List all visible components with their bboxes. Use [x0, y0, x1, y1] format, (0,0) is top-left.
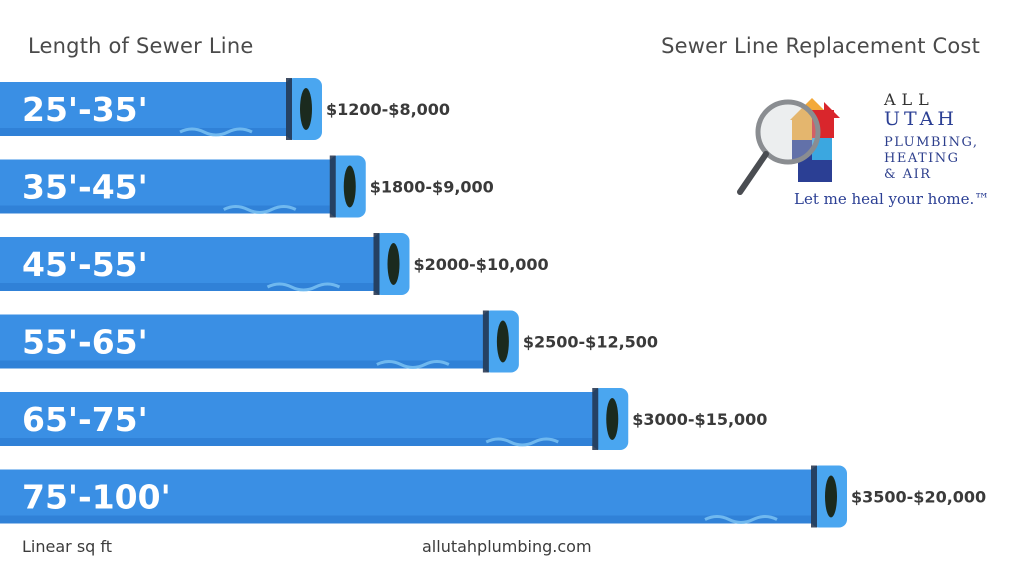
pipe-bar: [0, 159, 344, 214]
value-label: $2500-$12,500: [523, 333, 658, 352]
pipe-opening: [606, 398, 619, 440]
x-axis-note: Linear sq ft: [22, 537, 113, 556]
pipe-ripple: [376, 360, 450, 369]
pipe-joint: [329, 155, 336, 218]
category-label: 35'-45': [22, 168, 148, 207]
pipe-opening: [300, 88, 312, 130]
pipe-bar: [0, 314, 497, 369]
pipe-shade: [0, 283, 388, 291]
pipe-ripple: [485, 437, 559, 447]
pipe-shade: [0, 438, 607, 446]
pipe-shade: [0, 515, 825, 524]
pipe-shade: [0, 205, 344, 214]
chart-title: Sewer Line Replacement Cost: [661, 34, 980, 58]
pipe-opening: [496, 320, 509, 363]
category-label: 65'-75': [22, 400, 148, 439]
pipe-bar: [0, 82, 300, 136]
logo-text-air: & AIR: [884, 167, 932, 182]
pipe-opening: [825, 475, 837, 518]
pipe-ripple: [179, 127, 253, 137]
website-url: allutahplumbing.com: [422, 537, 592, 556]
pipe-ripple: [266, 282, 341, 292]
pipe-bar: [0, 469, 825, 524]
pipe-ripple: [223, 205, 297, 214]
category-label: 75'-100': [22, 478, 171, 517]
logo-text-utah: UTAH: [884, 108, 958, 130]
pipe-ripple: [704, 515, 778, 524]
company-logo: ALL UTAH PLUMBING, HEATING & AIR Let me …: [732, 80, 1002, 210]
pipe-joint: [373, 233, 380, 295]
logo-text-all: ALL: [884, 90, 935, 109]
magnifier-house-icon: [737, 98, 840, 195]
logo-text-heating: HEATING: [884, 151, 960, 166]
logo-tagline: Let me heal your home.™: [794, 190, 990, 208]
pipe-joint: [286, 78, 292, 140]
pipe-joint: [592, 388, 599, 450]
category-label: 55'-65': [22, 323, 148, 362]
value-label: $1200-$8,000: [326, 100, 450, 119]
pipe-shade: [0, 360, 497, 369]
y-axis-title: Length of Sewer Line: [28, 34, 254, 58]
pipe-opening: [387, 243, 400, 285]
category-label: 25'-35': [22, 90, 148, 129]
value-label: $2000-$10,000: [414, 255, 549, 274]
category-label: 45'-55': [22, 245, 148, 284]
pipe-joint: [811, 465, 817, 528]
logo-text-plumbing: PLUMBING,: [884, 135, 979, 150]
value-label: $3500-$20,000: [851, 488, 986, 507]
value-label: $3000-$15,000: [632, 410, 767, 429]
pipe-shade: [0, 128, 300, 136]
pipe-opening: [343, 165, 356, 208]
pipe-bar: [0, 237, 388, 291]
pipe-joint: [482, 310, 489, 373]
pipe-bar: [0, 392, 607, 446]
value-label: $1800-$9,000: [370, 178, 494, 197]
